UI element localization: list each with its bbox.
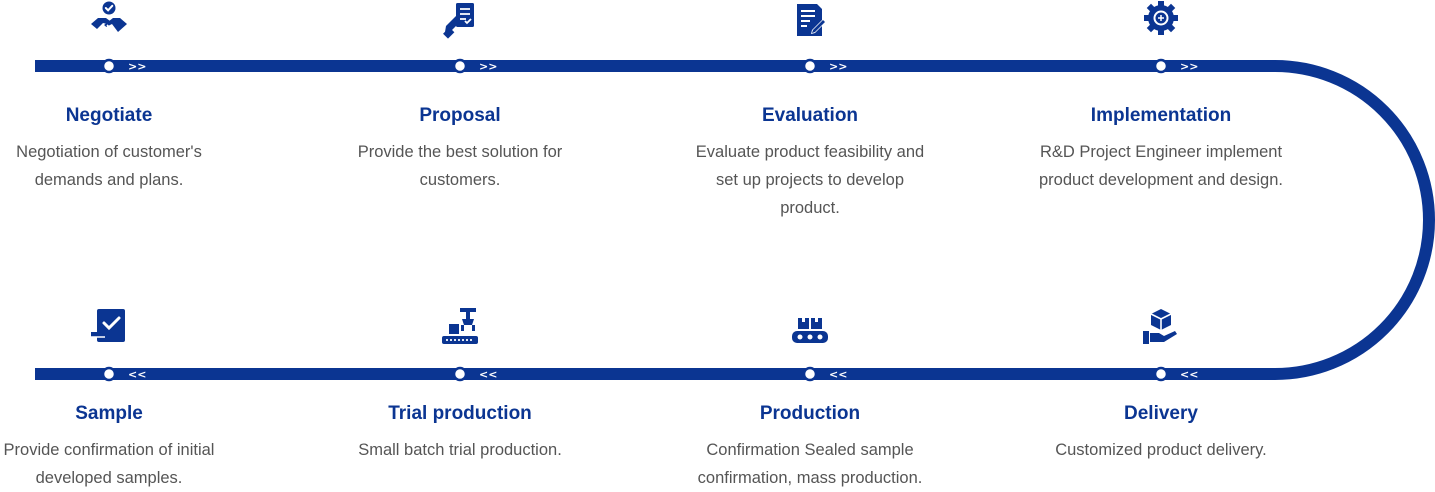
step-description: Confirmation Sealed sample confirmation,… <box>697 441 923 487</box>
top-track-line <box>35 60 1275 72</box>
bottom-track-line <box>35 368 1275 380</box>
step-description: Provide confirmation of initial develope… <box>3 441 215 487</box>
handshake-icon <box>89 0 129 40</box>
step-description: Small batch trial production. <box>358 441 562 459</box>
step-marker-dot <box>802 58 818 74</box>
step-title: Delivery <box>1124 403 1198 424</box>
step-marker-dot <box>452 58 468 74</box>
hand-box-icon <box>1141 306 1181 346</box>
step-marker-dot <box>802 366 818 382</box>
step-title: Proposal <box>419 105 501 126</box>
direction-chevrons: << <box>128 368 146 381</box>
step-title: Implementation <box>1090 105 1232 126</box>
direction-chevrons: >> <box>829 60 847 73</box>
step-marker-dot <box>101 366 117 382</box>
conveyor-boxes-icon <box>790 306 830 346</box>
robot-arm-icon <box>440 306 480 346</box>
step-title: Trial production <box>388 403 532 424</box>
document-edit-icon <box>790 0 830 40</box>
step-title: Production <box>759 403 861 424</box>
gear-circuit-icon <box>1141 0 1181 40</box>
return-curve <box>1274 60 1435 380</box>
direction-chevrons: >> <box>1180 60 1198 73</box>
step-marker-dot <box>452 366 468 382</box>
step-title: Evaluation <box>761 105 859 126</box>
direction-chevrons: << <box>1180 368 1198 381</box>
clipboard-check-icon <box>89 306 129 346</box>
step-marker-dot <box>1153 366 1169 382</box>
step-description: Evaluate product feasibility and set up … <box>695 143 925 217</box>
step-marker-dot <box>101 58 117 74</box>
direction-chevrons: << <box>479 368 497 381</box>
step-title: Negotiate <box>65 105 153 126</box>
direction-chevrons: >> <box>479 60 497 73</box>
direction-chevrons: >> <box>128 60 146 73</box>
step-title: Sample <box>75 403 143 424</box>
direction-chevrons: << <box>829 368 847 381</box>
step-description: Provide the best solution for customers. <box>357 143 563 189</box>
step-description: Negotiation of customer's demands and pl… <box>16 143 202 189</box>
step-marker-dot <box>1153 58 1169 74</box>
step-description: Customized product delivery. <box>1055 441 1267 459</box>
step-description: R&D Project Engineer implement product d… <box>1038 143 1283 189</box>
contract-sign-icon <box>440 0 480 40</box>
